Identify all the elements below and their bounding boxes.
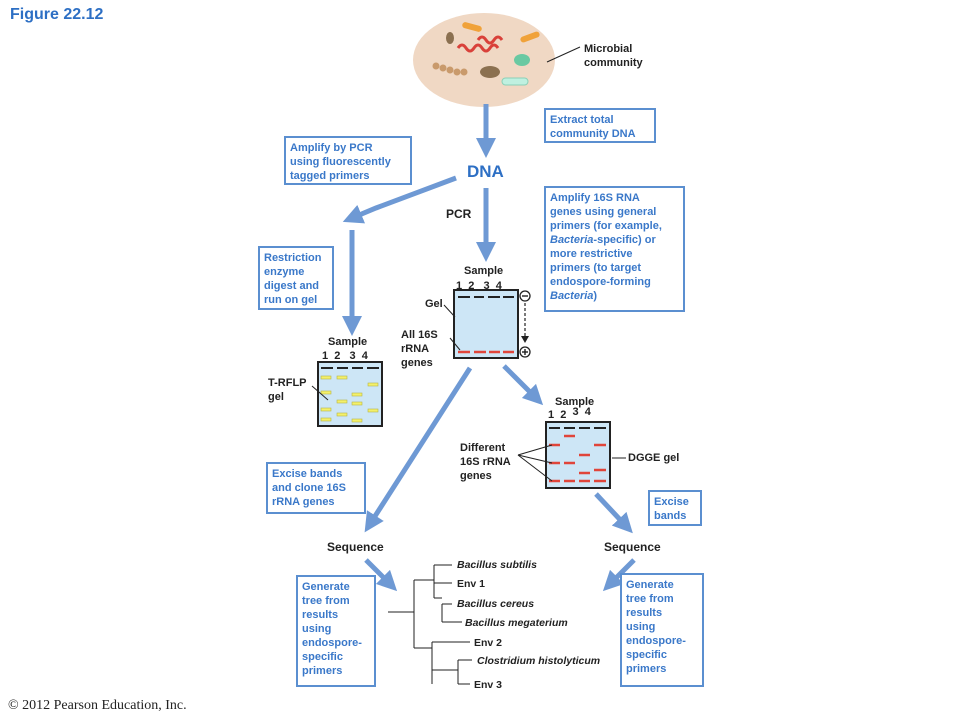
bacteria-italic-text: Bacteria xyxy=(550,234,594,246)
arrow-to-tree-right xyxy=(602,558,636,592)
arrow-to-dgge xyxy=(502,364,544,406)
arrow-to-tree-left xyxy=(364,558,398,592)
trflp-gel xyxy=(311,361,383,427)
trflp-sample-label: Sample xyxy=(328,336,368,348)
taxon-env-1: Env 1 xyxy=(457,578,486,590)
dgge-lane-numbers: 1 2 3 4 xyxy=(548,406,591,421)
dgge-gel-label: DGGE gel xyxy=(628,452,680,464)
arrow-to-restriction xyxy=(342,175,457,224)
sequence-label-right: Sequence xyxy=(604,540,661,554)
taxon-bacillus-cereus: Bacillus cereus xyxy=(457,598,535,610)
taxon-clostridium-histolyticum: Clostridium histolyticum xyxy=(477,655,601,667)
taxon-env-2: Env 2 xyxy=(474,637,503,649)
amplify-16s-box: Amplify 16S RNA genes using general prim… xyxy=(544,186,685,312)
copyright-notice: © 2012 Pearson Education, Inc. xyxy=(8,698,187,713)
arrow-to-sequence-right xyxy=(594,492,633,534)
center-gel xyxy=(443,289,531,359)
cocci-chain-icon xyxy=(432,62,468,76)
cell-icon xyxy=(480,66,500,78)
dna-label: DNA xyxy=(467,162,504,181)
phylogenetic-tree xyxy=(388,564,472,685)
taxon-env-3: Env 3 xyxy=(474,679,503,691)
cell-icon xyxy=(446,32,454,44)
spirochete-icon xyxy=(476,35,504,45)
gel-label: Gel xyxy=(425,298,443,310)
microbial-community-dish xyxy=(413,13,581,107)
flow-arrows xyxy=(342,104,636,592)
dgge-gel xyxy=(517,421,626,489)
dgge-sample-label: Sample xyxy=(555,396,595,408)
taxon-bacillus-subtilis: Bacillus subtilis xyxy=(457,559,537,571)
rod-bacterium-icon xyxy=(520,31,540,43)
figure-title: Figure 22.12 xyxy=(10,6,104,23)
arrow-to-sequence-left xyxy=(364,366,473,533)
cell-icon xyxy=(514,54,530,66)
microbial-community-label: Microbial community xyxy=(584,43,643,69)
rod-bacterium-icon xyxy=(501,77,529,86)
rod-bacterium-icon xyxy=(462,22,482,32)
spirochete-icon xyxy=(456,43,500,53)
trflp-lane-numbers: 1 2 3 4 xyxy=(322,350,368,362)
center-lane-numbers: 1 2 3 4 xyxy=(456,280,502,292)
pcr-label: PCR xyxy=(446,207,472,221)
taxon-bacillus-megaterium: Bacillus megaterium xyxy=(465,617,568,629)
sequence-label-left: Sequence xyxy=(327,540,384,554)
center-sample-label: Sample xyxy=(464,265,504,277)
